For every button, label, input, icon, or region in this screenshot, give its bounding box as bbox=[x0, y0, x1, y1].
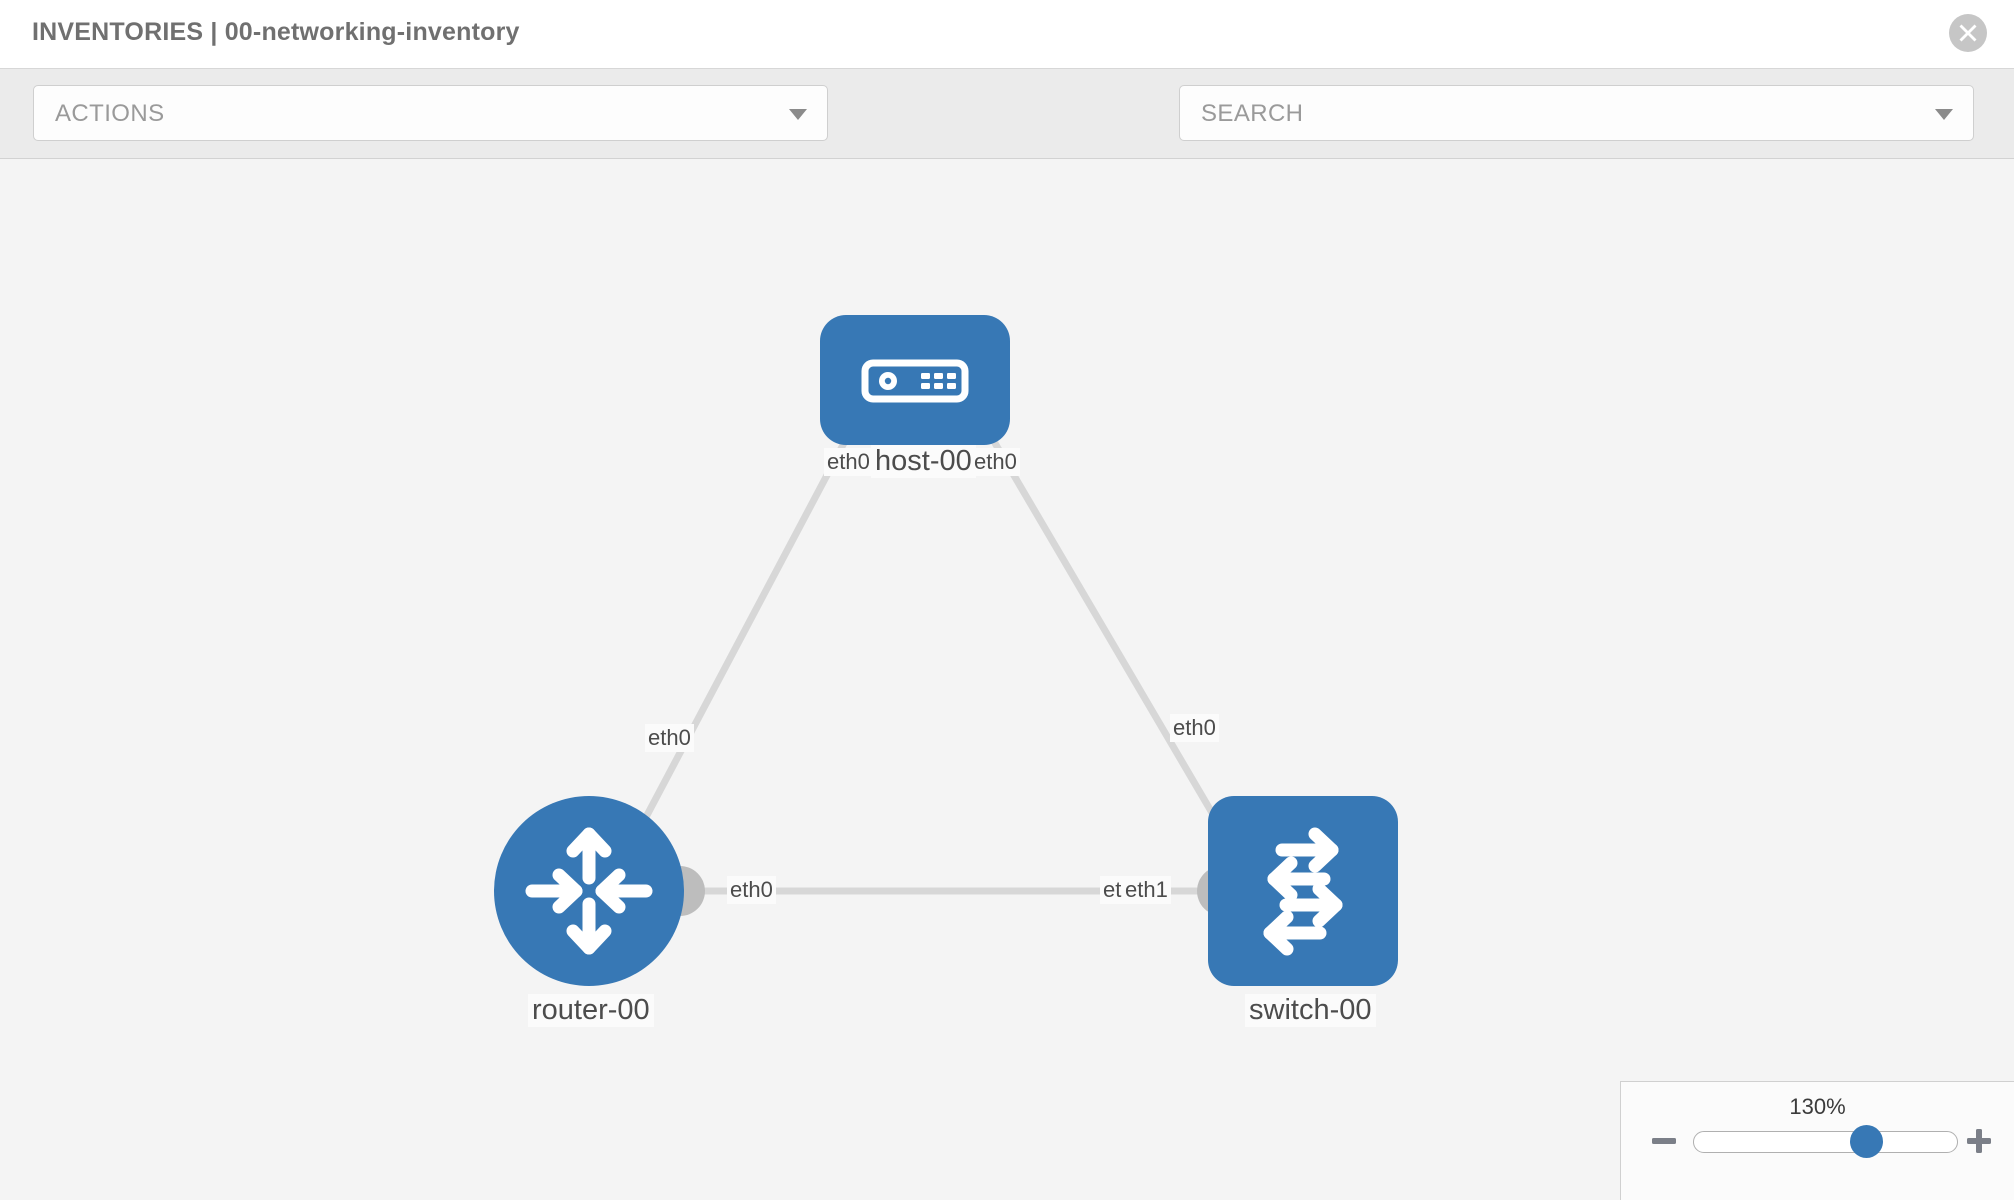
zoom-slider-thumb[interactable] bbox=[1850, 1125, 1883, 1158]
node-router-00[interactable] bbox=[494, 796, 684, 986]
toolbar: ACTIONS SEARCH bbox=[0, 69, 2014, 200]
minus-icon bbox=[1652, 1138, 1676, 1144]
zoom-slider-track[interactable] bbox=[1693, 1131, 1958, 1153]
edge-label-switch-left-eth1: eth1 bbox=[1122, 876, 1171, 904]
edge-label-host-right: eth0 bbox=[971, 448, 1020, 476]
switch-arrows-icon bbox=[1263, 827, 1343, 956]
zoom-out-button[interactable] bbox=[1649, 1126, 1679, 1156]
close-button[interactable] bbox=[1949, 14, 1987, 52]
router-arrows-icon bbox=[525, 827, 653, 955]
topology-canvas[interactable]: host-00 router-00 bbox=[0, 159, 2014, 1200]
zoom-in-button[interactable] bbox=[1964, 1126, 1994, 1156]
server-icon bbox=[861, 359, 969, 403]
edge-label-router-right: eth0 bbox=[727, 876, 776, 904]
node-label-host-00: host-00 bbox=[871, 445, 976, 478]
node-host-00[interactable] bbox=[820, 315, 1010, 445]
node-switch-00[interactable] bbox=[1208, 796, 1398, 986]
page-title: INVENTORIES | 00-networking-inventory bbox=[32, 18, 520, 46]
actions-dropdown-label: ACTIONS bbox=[55, 100, 165, 127]
zoom-control-panel: 130% bbox=[1620, 1081, 2014, 1200]
edge-label-router-up: eth0 bbox=[645, 724, 694, 752]
node-label-router-00: router-00 bbox=[528, 994, 654, 1027]
search-input[interactable]: SEARCH bbox=[1179, 85, 1974, 141]
zoom-percent-label: 130% bbox=[1789, 1094, 1846, 1119]
edge-label-host-left: eth0 bbox=[824, 448, 873, 476]
edge-label-switch-up: eth0 bbox=[1170, 714, 1219, 742]
node-label-switch-00: switch-00 bbox=[1245, 994, 1376, 1027]
chevron-down-icon[interactable] bbox=[1935, 109, 1953, 120]
search-placeholder: SEARCH bbox=[1201, 100, 1304, 127]
plus-icon bbox=[1967, 1129, 1991, 1153]
title-bar: INVENTORIES | 00-networking-inventory bbox=[0, 0, 2014, 69]
chevron-down-icon bbox=[789, 109, 807, 120]
actions-dropdown[interactable]: ACTIONS bbox=[33, 85, 828, 141]
close-icon bbox=[1959, 24, 1977, 42]
